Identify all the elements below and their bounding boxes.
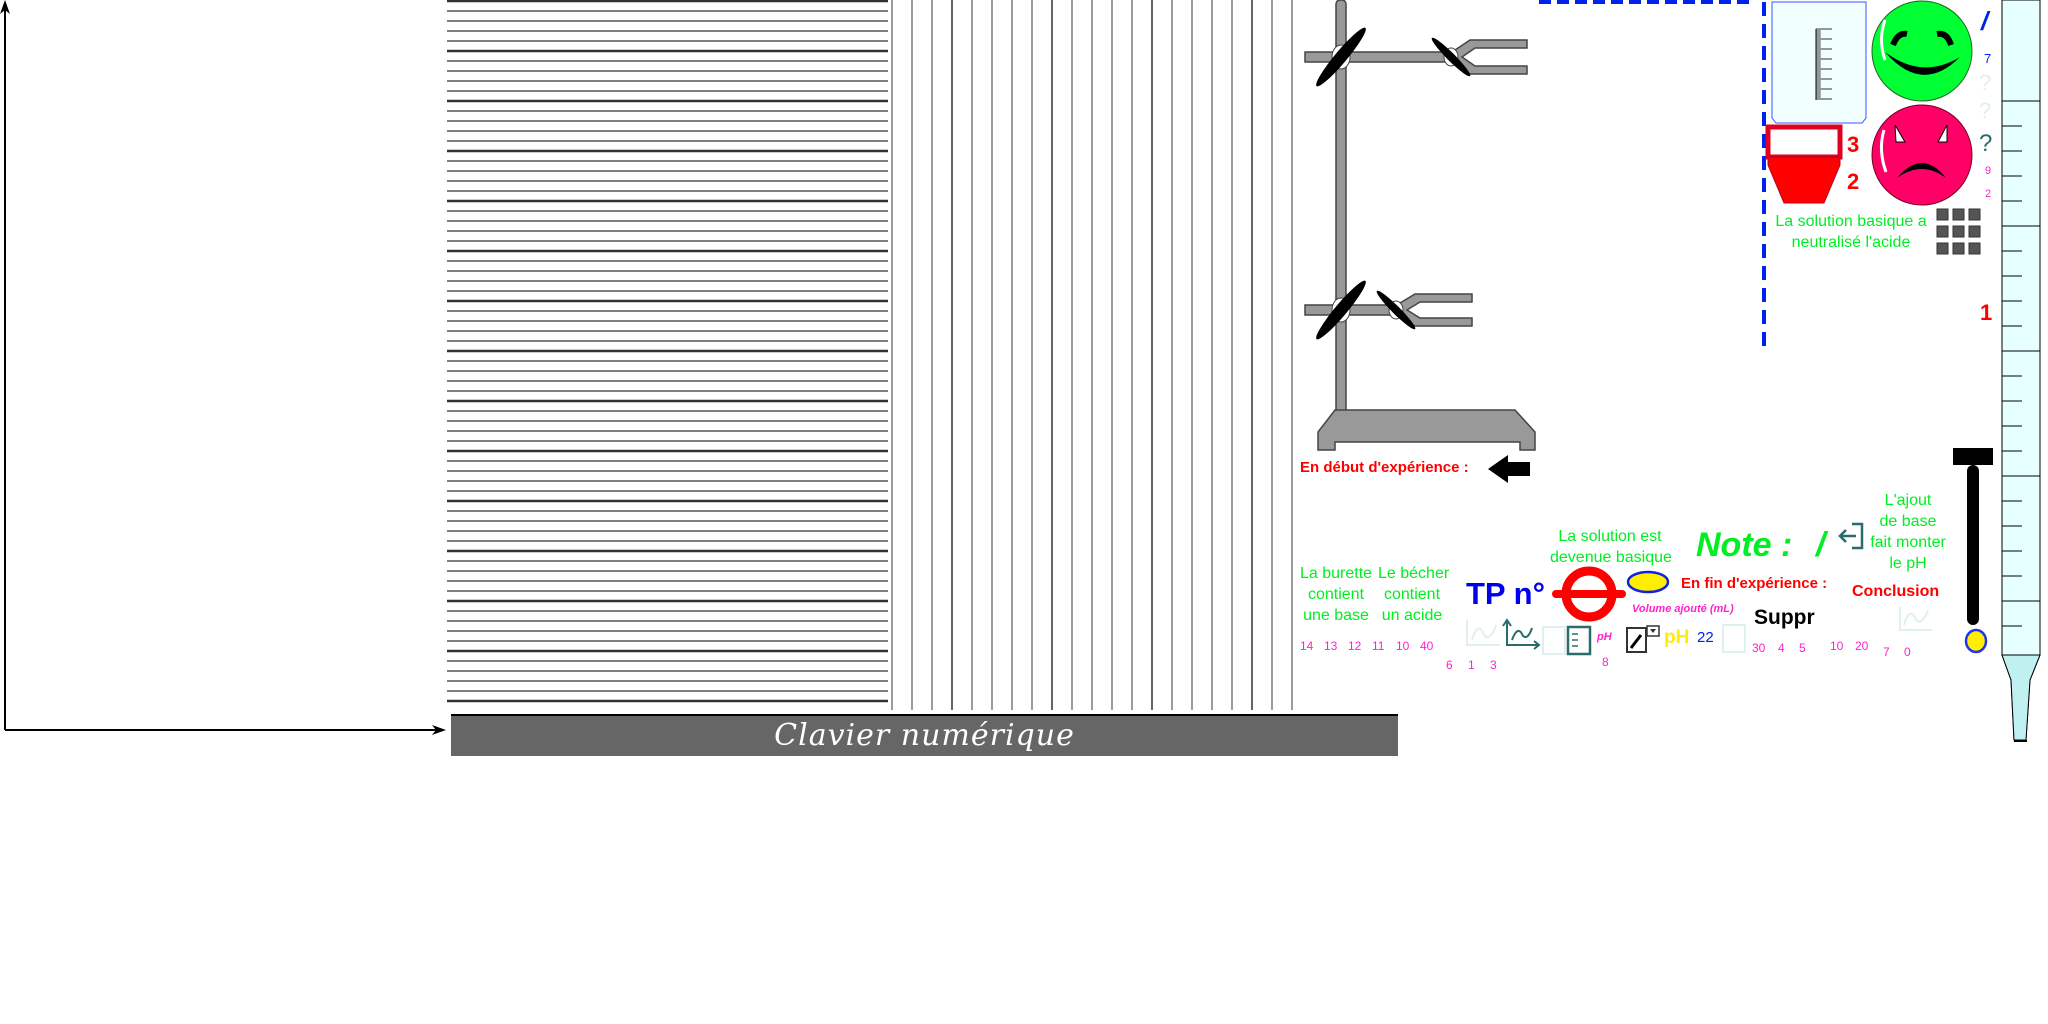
ph-italic-value: 8 [1602,655,1609,669]
number-label[interactable]: 0 [1904,645,1911,659]
ph-value[interactable]: 12 [1348,639,1362,653]
value-22: 22 [1697,629,1714,646]
solution-basique-text: La solution est [1558,528,1662,545]
ph-value[interactable]: 6 [1446,658,1453,672]
help-icon[interactable]: ? [1979,130,1993,157]
neutralise-text: neutralisé l'acide [1791,234,1911,251]
ph-value[interactable]: 13 [1324,639,1338,653]
number-label[interactable]: 5 [1799,641,1806,655]
container-number: 3 [1847,132,1860,157]
conclusion-label[interactable]: Conclusion [1852,583,1940,600]
neutralise-text: La solution basique a [1775,213,1927,230]
burette-text: La burette [1300,565,1373,582]
ajout-base-text: de base [1879,513,1937,530]
solution-basique-text: devenue basique [1550,549,1672,566]
ph-value[interactable]: 40 [1420,639,1434,653]
small-number: 2 [1985,188,1992,200]
ph-value[interactable]: 11 [1372,639,1385,653]
note-label: Note : [1696,526,1793,564]
ajout-base-text: fait monter [1870,534,1946,551]
container-number: 2 [1847,169,1860,194]
fin-experience-label: En fin d'expérience : [1681,575,1828,592]
ph-value[interactable]: 14 [1300,639,1314,653]
burette-mark: 1 [1980,300,1993,325]
ph-value[interactable]: 10 [1396,639,1410,653]
ajout-base-text: le pH [1889,555,1927,572]
number-label[interactable]: 4 [1778,641,1785,655]
becher-text: contient [1383,586,1441,603]
score-slash: / [1981,6,1989,36]
keypad-button[interactable]: Clavier numérique [451,714,1398,756]
small-number: 9 [1985,165,1992,177]
ajout-base-text: L'ajout [1884,492,1932,509]
ph-value[interactable]: 3 [1490,658,1497,672]
number-label[interactable]: 7 [1883,645,1890,659]
debut-experience-label: En début d'expérience : [1300,459,1469,476]
help-icon[interactable]: ? [1979,70,1992,95]
suppr-button[interactable]: Suppr [1754,606,1815,629]
burette-text: contient [1307,586,1365,603]
ph-yellow-label: pH [1664,627,1690,648]
note-separator: / [1816,526,1826,564]
ph-value[interactable]: 1 [1468,658,1475,672]
score-value: 7 [1984,51,1992,66]
burette-text: une base [1303,607,1369,624]
becher-text: Le bécher [1378,565,1450,582]
number-label[interactable]: 10 [1830,639,1844,653]
becher-text: un acide [1381,607,1443,624]
tp-number-label: TP n° [1466,576,1545,611]
number-label[interactable]: 20 [1855,639,1869,653]
number-label[interactable]: 30 [1752,641,1766,655]
ph-italic-label: pH [1597,631,1612,643]
help-icon[interactable]: ? [1979,98,1992,123]
volume-label: Volume ajouté (mL) [1632,603,1734,615]
